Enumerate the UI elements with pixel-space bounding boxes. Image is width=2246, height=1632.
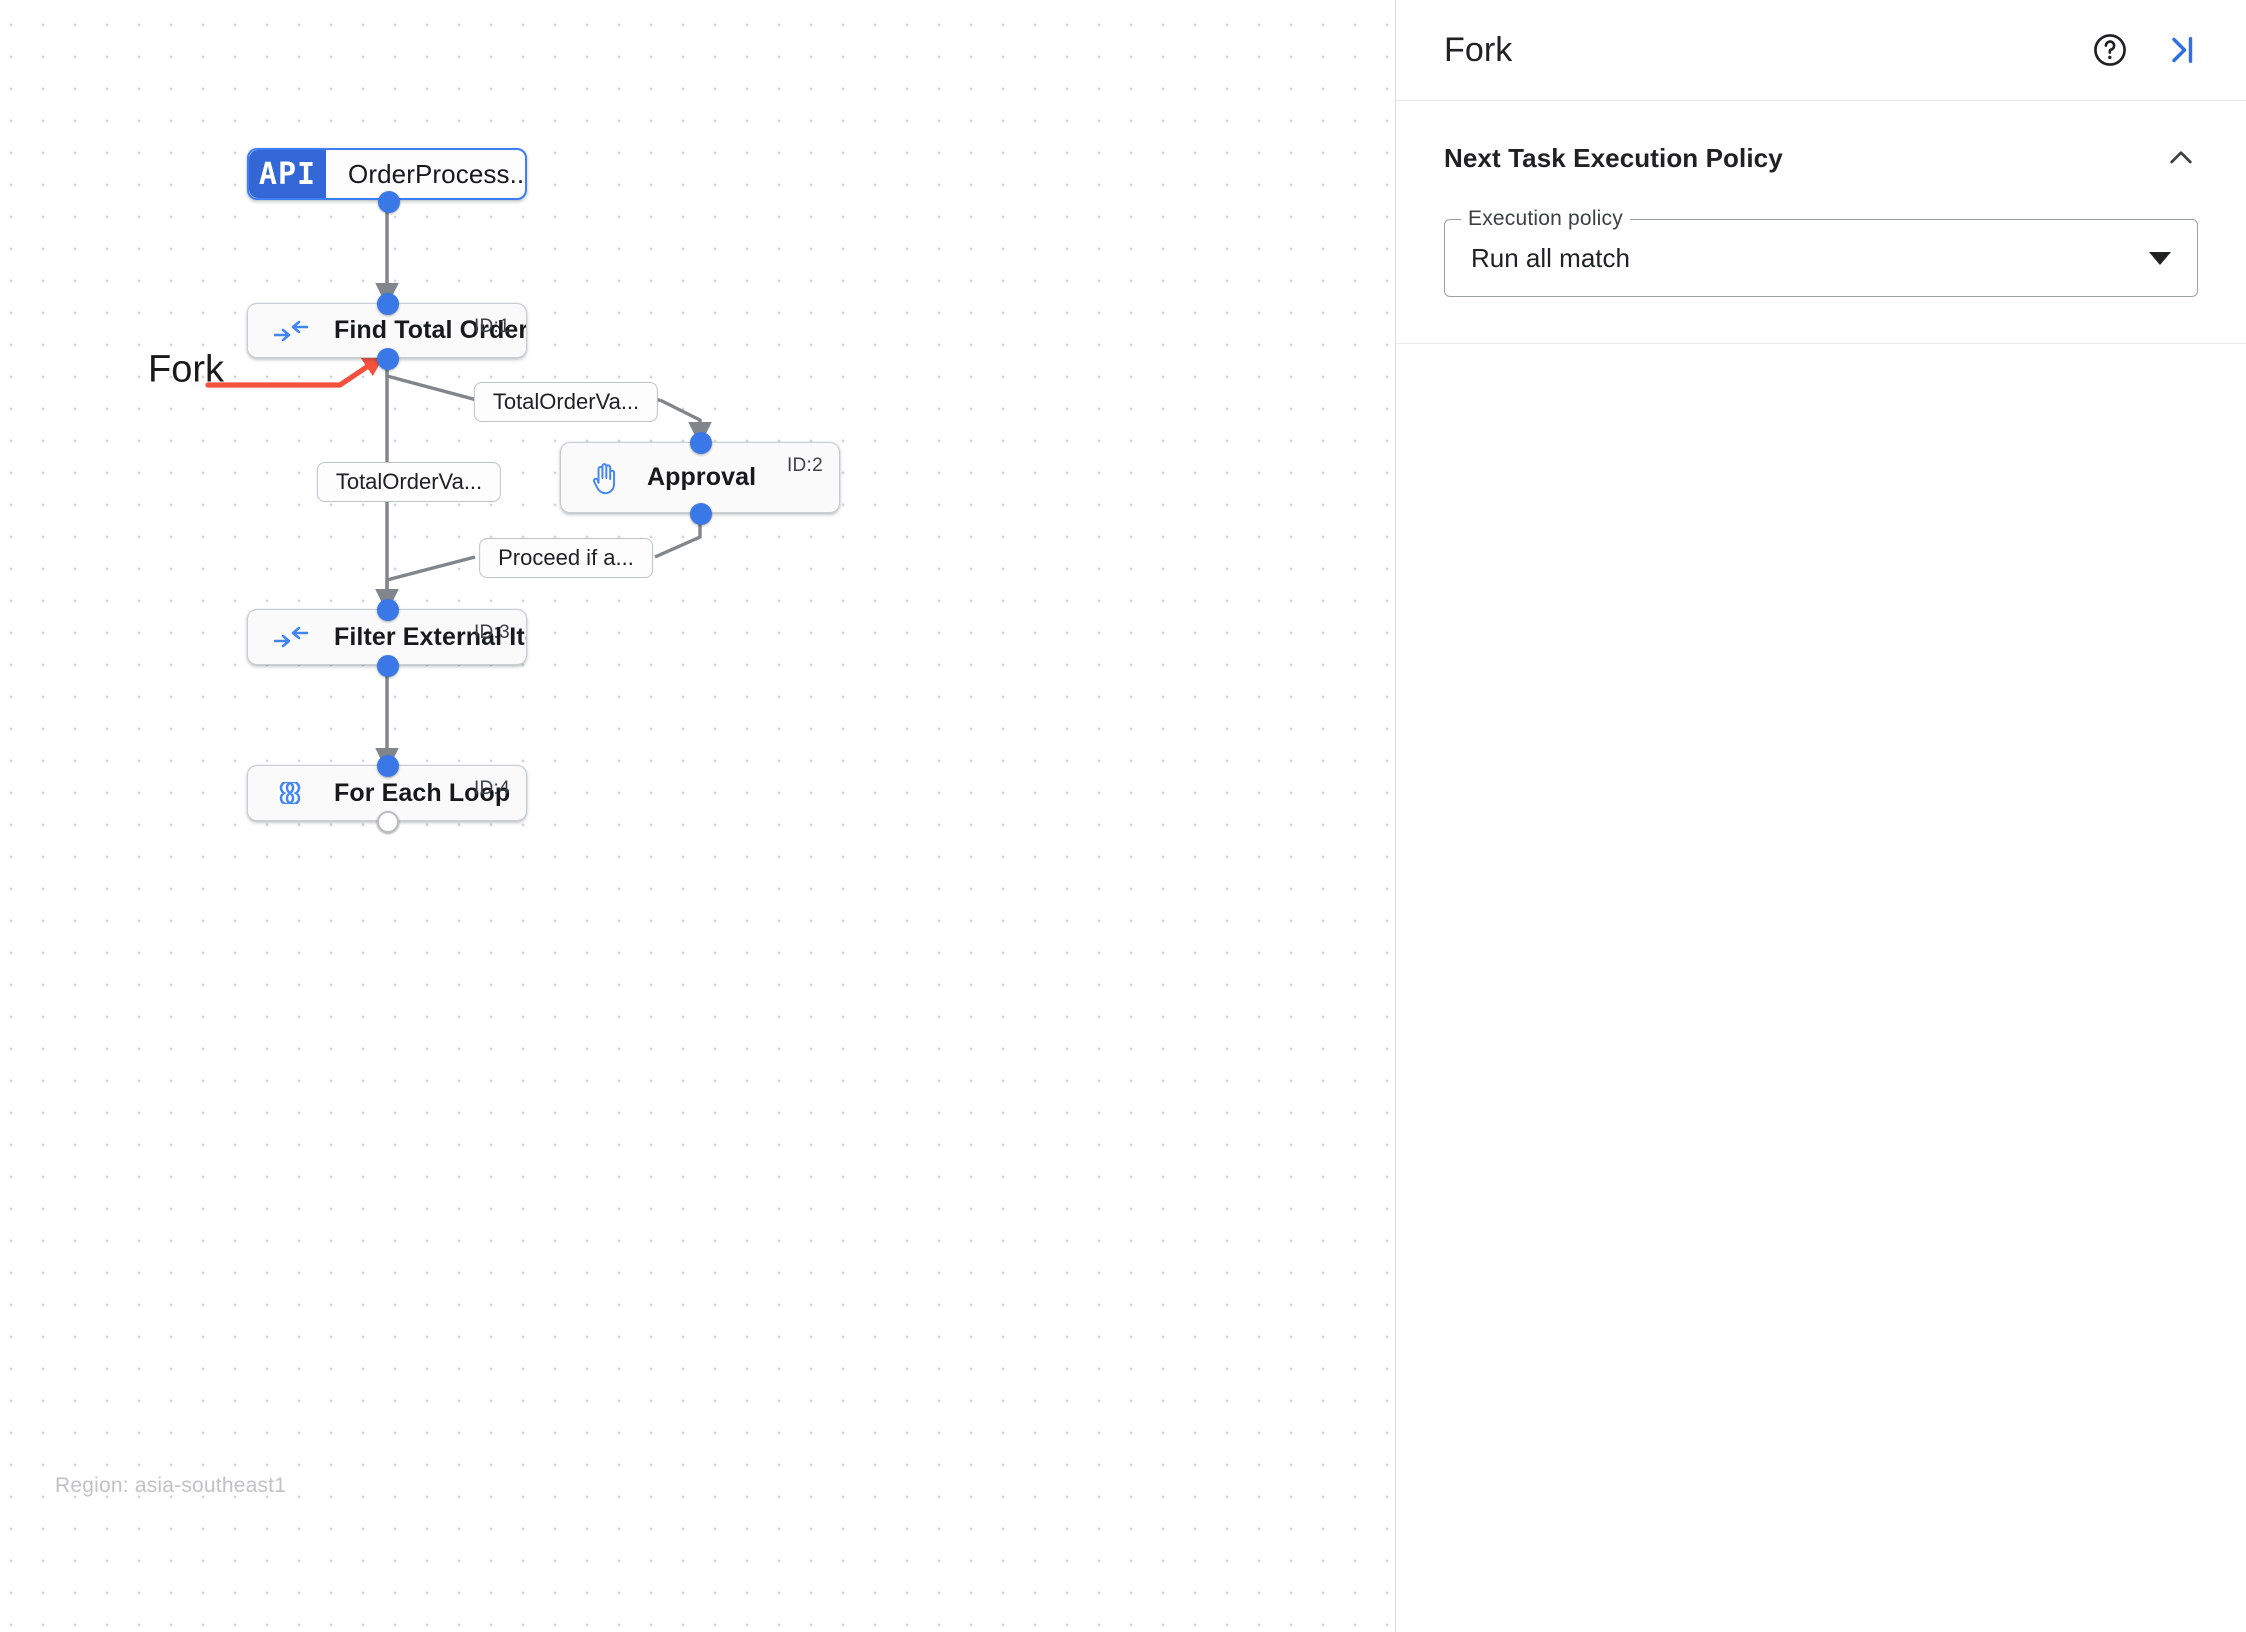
merge-arrows-icon — [248, 320, 334, 342]
node-title: Approval — [647, 463, 757, 491]
node-body: For Each Loop — [248, 766, 526, 820]
annotation-label: Fork — [148, 348, 224, 391]
node-id-label: ID:2 — [786, 455, 823, 476]
node-approval[interactable]: Approval ID:2 — [560, 432, 840, 525]
edge-label[interactable]: TotalOrderVa... — [316, 462, 502, 502]
node-body: Find Total Order Price — [248, 304, 526, 357]
merge-arrows-icon — [248, 626, 334, 648]
output-port[interactable] — [690, 503, 712, 525]
output-port[interactable] — [377, 348, 399, 370]
node-body: Approval — [561, 443, 839, 512]
edge-label[interactable]: Proceed if a... — [479, 538, 653, 578]
section-title: Next Task Execution Policy — [1444, 142, 1783, 173]
help-circle-icon[interactable] — [2086, 26, 2134, 74]
caret-down-icon[interactable] — [2149, 251, 2171, 265]
properties-panel: Fork Next Task Execution Policy — [1396, 0, 2246, 1632]
input-port[interactable] — [377, 755, 399, 777]
chevron-up-icon[interactable] — [2164, 141, 2198, 175]
infinity-icon — [248, 782, 334, 804]
node-title: OrderProcess... — [348, 158, 525, 189]
node-body: API OrderProcess... — [249, 150, 525, 198]
output-port[interactable] — [377, 655, 399, 677]
node-id-label: ID:1 — [473, 316, 510, 337]
node-title: Filter External Items — [334, 622, 526, 651]
node-id-label: ID:4 — [473, 778, 510, 799]
panel-header: Fork — [1396, 0, 2246, 101]
execution-policy-label: Execution policy — [1461, 207, 1630, 231]
hand-icon — [561, 461, 647, 495]
workflow-canvas[interactable]: Fork API OrderProcess... Find Total Orde… — [0, 0, 1396, 1632]
api-badge-icon: API — [249, 150, 326, 198]
collapse-panel-icon[interactable] — [2156, 26, 2204, 74]
input-port[interactable] — [690, 432, 712, 454]
node-body: Filter External Items — [248, 610, 526, 664]
region-label: Region: asia-southeast1 — [55, 1474, 287, 1497]
input-port[interactable] — [377, 293, 399, 315]
section-header[interactable]: Next Task Execution Policy — [1444, 141, 2198, 175]
panel-title: Fork — [1444, 30, 1513, 69]
execution-policy-value: Run all match — [1471, 242, 1630, 273]
execution-policy-select[interactable]: Execution policy Run all match — [1444, 207, 2198, 297]
next-task-execution-policy-section: Next Task Execution Policy Execution pol… — [1396, 101, 2246, 344]
node-find-total-order-price[interactable]: Find Total Order Price ID:1 — [247, 293, 527, 370]
node-order-process[interactable]: API OrderProcess... — [247, 148, 527, 213]
node-filter-external-items[interactable]: Filter External Items ID:3 — [247, 599, 527, 677]
input-port[interactable] — [377, 599, 399, 621]
node-for-each-loop[interactable]: For Each Loop ID:4 — [247, 755, 527, 833]
node-title: For Each Loop — [334, 778, 511, 807]
edge-layer — [205, 200, 712, 772]
node-id-label: ID:3 — [473, 622, 510, 643]
node-title: Find Total Order Price — [334, 316, 526, 344]
output-port[interactable] — [378, 191, 400, 213]
loop-output-port[interactable] — [377, 811, 399, 833]
edge-label[interactable]: TotalOrderVa... — [473, 382, 659, 422]
